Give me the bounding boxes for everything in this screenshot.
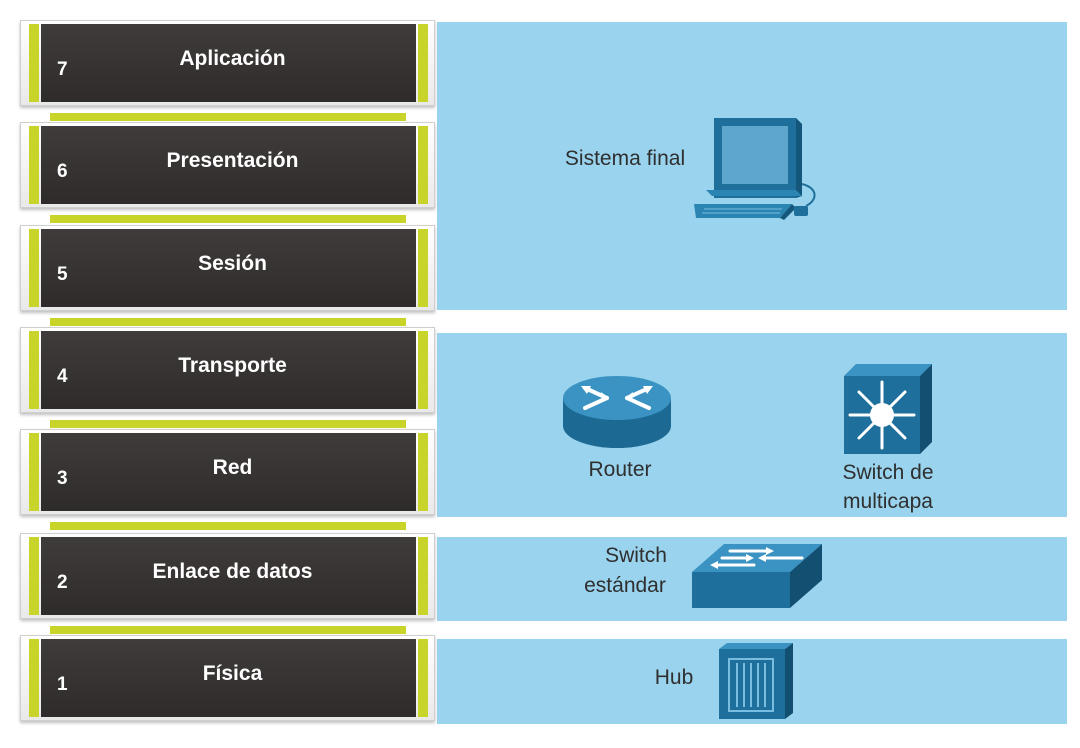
layer-name: Sesión <box>198 252 267 275</box>
computer-icon <box>694 118 816 220</box>
switch-icon <box>692 544 822 608</box>
layer-2-data-link: 2 Enlace de datos <box>20 533 435 619</box>
layer-body <box>41 331 416 409</box>
layer-connector <box>50 316 406 326</box>
layer-number: 5 <box>57 264 68 285</box>
layer-connector <box>50 213 406 223</box>
layer-number: 1 <box>57 674 68 695</box>
layer-7-application: 7 Aplicación <box>20 20 435 106</box>
hub-label: Hub <box>654 666 694 689</box>
hub-icon <box>719 643 793 719</box>
layer-body <box>41 229 416 307</box>
layer-number: 7 <box>57 59 68 80</box>
layer-body <box>41 537 416 615</box>
layer-name: Aplicación <box>179 47 286 70</box>
router-icon <box>563 376 671 448</box>
layer-body <box>41 24 416 102</box>
band-network-transport <box>437 333 1067 517</box>
layer-number: 4 <box>57 366 68 387</box>
layer-connector <box>50 624 406 634</box>
layer-number: 3 <box>57 468 68 489</box>
layer-6-presentation: 6 Presentación <box>20 122 435 208</box>
layer-4-transport: 4 Transporte <box>20 327 435 413</box>
layer-name: Enlace de datos <box>152 560 313 583</box>
multilayer-switch-label-line1: Switch de <box>842 461 934 484</box>
layer-number: 2 <box>57 572 68 593</box>
layer-name: Presentación <box>166 149 299 172</box>
layer-number: 6 <box>57 161 68 182</box>
layer-connector <box>50 111 406 121</box>
layer-name: Red <box>212 456 253 479</box>
layer-3-network: 3 Red <box>20 429 435 515</box>
multilayer-switch-label-line2: multicapa <box>843 490 933 513</box>
switch-label-line2: estándar <box>584 574 666 597</box>
end-system-label: Sistema final <box>564 147 686 170</box>
multilayer-switch-icon <box>844 364 932 454</box>
switch-label-line1: Switch <box>605 544 667 567</box>
layer-connector <box>50 520 406 530</box>
layer-5-session: 5 Sesión <box>20 225 435 311</box>
router-label: Router <box>588 458 652 481</box>
layer-1-physical: 1 Física <box>20 635 435 721</box>
layer-connector <box>50 418 406 428</box>
layer-name: Física <box>202 662 263 685</box>
layer-body <box>41 126 416 204</box>
layer-body <box>41 639 416 717</box>
layer-name: Transporte <box>178 354 287 377</box>
layer-body <box>41 433 416 511</box>
